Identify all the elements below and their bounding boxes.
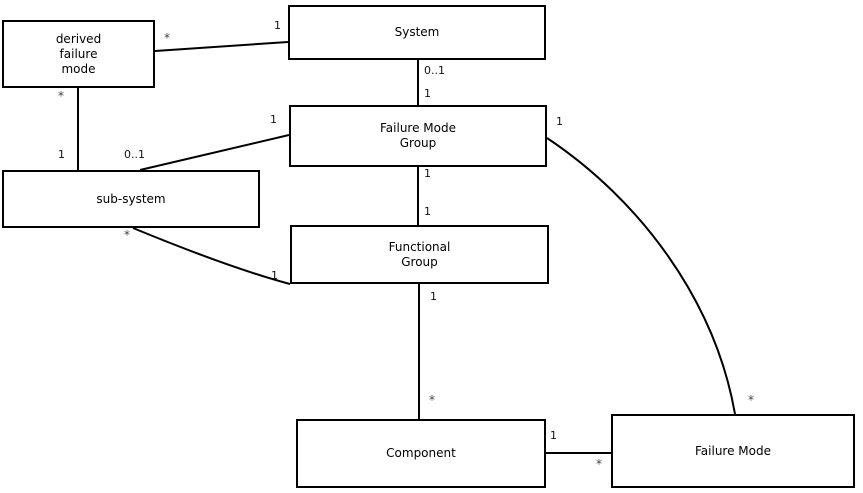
- multiplicity-failure-mode-group-to-functional-group-from: 1: [424, 167, 431, 180]
- class-name-failure-mode-group: Failure Mode Group: [380, 121, 456, 150]
- multiplicity-sub-system-to-functional-group-from: *: [124, 228, 130, 242]
- multiplicity-sub-system-to-failure-mode-group-from: 0..1: [124, 148, 145, 161]
- multiplicity-sub-system-to-functional-group-to: 1: [271, 269, 278, 282]
- class-name-system: System: [394, 25, 440, 39]
- multiplicity-system-to-failure-mode-group-to: 1: [424, 87, 431, 100]
- association-sub-system-to-functional-group: [132, 227, 291, 285]
- multiplicity-functional-group-to-component-from: 1: [430, 290, 437, 303]
- class-name-derived-failure-mode: derived failure mode: [55, 31, 102, 76]
- multiplicity-component-to-failure-mode-to: *: [596, 457, 602, 471]
- multiplicity-failure-mode-group-to-failure-mode-to: *: [748, 393, 754, 407]
- multiplicity-derived-failure-mode-to-system-to: 1: [274, 19, 281, 32]
- class-box-system[interactable]: System: [288, 5, 546, 60]
- multiplicity-derived-failure-mode-to-sub-system-from: *: [58, 89, 64, 103]
- class-name-sub-system: sub-system: [96, 191, 166, 206]
- multiplicity-failure-mode-group-to-functional-group-to: 1: [424, 205, 431, 218]
- multiplicity-derived-failure-mode-to-system-from: *: [164, 31, 170, 45]
- class-box-failure-mode[interactable]: Failure Mode: [611, 414, 855, 488]
- multiplicity-sub-system-to-failure-mode-group-to: 1: [270, 113, 277, 126]
- class-name-component: Component: [386, 446, 456, 460]
- class-box-sub-system[interactable]: sub-system: [2, 170, 260, 228]
- multiplicity-system-to-failure-mode-group-from: 0..1: [424, 64, 445, 77]
- class-name-failure-mode: Failure Mode: [695, 443, 771, 458]
- multiplicity-functional-group-to-component-to: *: [429, 393, 435, 407]
- association-derived-failure-mode-to-system: [154, 41, 289, 52]
- association-sub-system-to-failure-mode-group: [139, 134, 290, 171]
- class-box-derived-failure-mode[interactable]: derived failure mode: [2, 20, 155, 88]
- multiplicity-failure-mode-group-to-failure-mode-from: 1: [556, 115, 563, 128]
- class-box-component[interactable]: Component: [296, 419, 546, 488]
- class-name-functional-group: Functional Group: [388, 239, 451, 269]
- class-box-failure-mode-group[interactable]: Failure Mode Group: [289, 105, 547, 167]
- multiplicity-derived-failure-mode-to-sub-system-to: 1: [58, 148, 65, 161]
- multiplicity-component-to-failure-mode-from: 1: [550, 429, 557, 442]
- association-failure-mode-group-to-failure-mode: [546, 137, 736, 415]
- class-box-functional-group[interactable]: Functional Group: [290, 225, 549, 284]
